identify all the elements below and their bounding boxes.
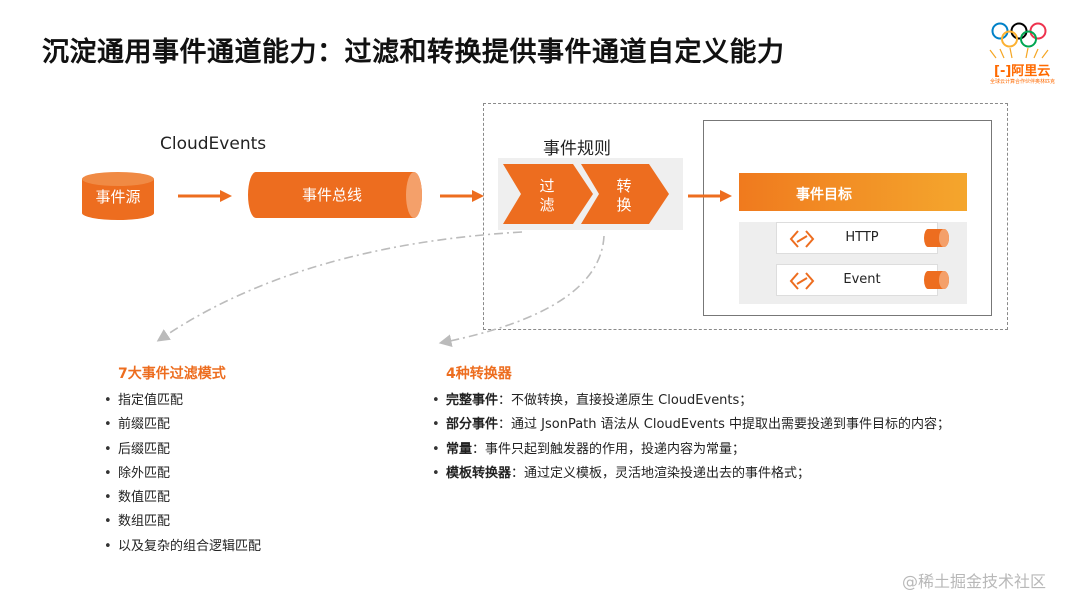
list-item: 指定值匹配 — [104, 389, 261, 414]
event-bus-label: 事件总线 — [301, 186, 362, 204]
target-item-label: Event — [843, 272, 881, 287]
list-item: 模板转换器：通过定义模板，灵活地渲染投递出去的事件格式； — [432, 462, 950, 487]
list-item: 完整事件：不做转换，直接投递原生 CloudEvents； — [432, 389, 950, 414]
event-target-bar — [739, 173, 967, 211]
page-title: 沉淀通用事件通道能力：过滤和转换提供事件通道自定义能力 — [42, 37, 785, 68]
rule-chevrons — [503, 164, 669, 224]
logo-brand: [-]阿里云 — [994, 64, 1051, 79]
list-item: 数组匹配 — [104, 510, 261, 535]
filter-mode-list: 指定值匹配 前缀匹配 后缀匹配 除外匹配 数值匹配 数组匹配 以及复杂的组合逻辑… — [104, 389, 261, 559]
olympic-rings-icon — [991, 22, 1047, 48]
transform-chevron — [581, 164, 669, 224]
connector-icon — [789, 272, 815, 290]
target-item-http: HTTP — [776, 222, 938, 254]
transform-section-title: 4种转换器 — [446, 366, 512, 382]
filter-section-title: 7大事件过滤模式 — [118, 366, 226, 382]
list-item: 除外匹配 — [104, 462, 261, 487]
list-item: 常量：事件只起到触发器的作用，投递内容为常量； — [432, 438, 950, 463]
cloudevents-label: CloudEvents — [160, 134, 267, 154]
list-item: 前缀匹配 — [104, 413, 261, 438]
event-rules-label: 事件规则 — [543, 139, 611, 159]
plug-cylinder-icon — [924, 271, 949, 289]
watermark: @稀土掘金技术社区 — [902, 572, 1047, 591]
plug-cylinder-icon — [924, 229, 949, 247]
target-item-label: HTTP — [845, 230, 879, 245]
event-bus-pipe-icon — [248, 172, 422, 218]
filter-connector-curve — [156, 231, 523, 342]
arrow-right-icon — [440, 190, 484, 202]
transform-connector-curve — [438, 235, 605, 347]
list-item: 后缀匹配 — [104, 438, 261, 463]
event-source-label: 事件源 — [95, 188, 141, 206]
logo-rays-icon — [989, 48, 1049, 59]
logo-subtitle: 全球云计算合作伙伴奥林匹克 — [990, 79, 1056, 85]
transformer-list: 完整事件：不做转换，直接投递原生 CloudEvents； 部分事件：通过 Js… — [432, 389, 950, 486]
list-item: 以及复杂的组合逻辑匹配 — [104, 535, 261, 560]
event-source-cylinder-icon — [82, 172, 154, 220]
filter-label: 过滤 — [539, 177, 555, 214]
list-item: 部分事件：通过 JsonPath 语法从 CloudEvents 中提取出需要投… — [432, 413, 950, 438]
event-rule-dashed-region — [483, 103, 1008, 330]
alibaba-bracket-icon: [-] — [994, 64, 1012, 79]
target-item-event: Event — [776, 264, 938, 296]
filter-chevron — [503, 164, 593, 224]
arrow-right-icon — [688, 190, 732, 202]
transform-label: 转换 — [616, 177, 632, 214]
list-item: 数值匹配 — [104, 486, 261, 511]
event-target-label: 事件目标 — [796, 187, 852, 203]
arrow-right-icon — [178, 190, 232, 202]
connector-icon — [789, 230, 815, 248]
alibaba-cloud-logo: [-]阿里云 全球云计算合作伙伴奥林匹克 — [984, 14, 1056, 94]
